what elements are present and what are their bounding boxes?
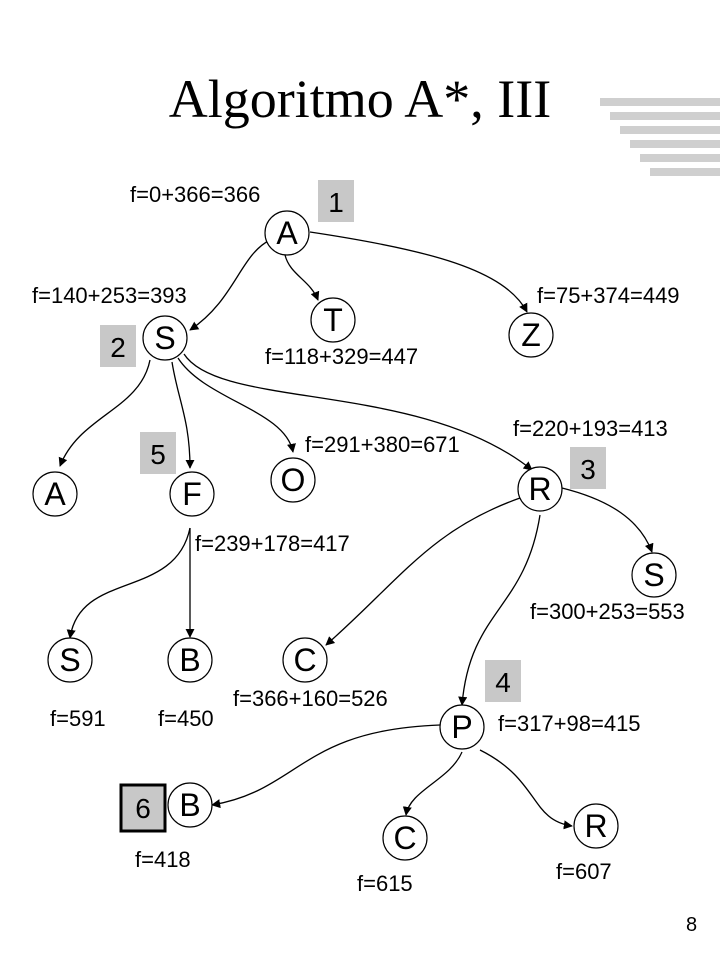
f-label-S3: f=591 (50, 706, 106, 731)
edge-A-T (284, 254, 320, 301)
node-A2 (32, 471, 78, 517)
f-label-F: f=239+178=417 (195, 531, 350, 556)
node-B2-label: B (179, 787, 200, 823)
node-B (167, 637, 213, 683)
edge-S-R (183, 353, 533, 471)
edge-F-S (66, 527, 191, 639)
badge-4-label: 4 (495, 667, 511, 698)
deco-bar (640, 154, 720, 162)
edge-P-R (479, 749, 573, 830)
node-B2 (167, 782, 213, 828)
node-S3 (47, 637, 93, 683)
badge-3 (570, 447, 606, 489)
node-A-root-label: A (276, 215, 298, 251)
f-label-S2: f=300+253=553 (530, 599, 685, 624)
badge-2-label: 2 (110, 332, 126, 363)
node-A-root (264, 210, 310, 256)
f-label-P: f=317+98=415 (498, 711, 641, 736)
f-label-S: f=140+253=393 (32, 283, 187, 308)
badge-6-label: 6 (135, 793, 151, 824)
node-T (310, 297, 356, 343)
badge-1 (318, 180, 354, 222)
badge-1-label: 1 (328, 187, 344, 218)
edge-S-A (58, 359, 151, 467)
node-C2-label: C (393, 820, 416, 856)
edge-R-S (561, 487, 654, 553)
badge-5 (140, 432, 176, 474)
node-P-label: P (451, 709, 472, 745)
badge-2 (100, 325, 136, 367)
edge-S-O (177, 357, 296, 453)
node-R-label: R (528, 471, 551, 507)
node-R2 (573, 803, 619, 849)
edge-P-C (402, 751, 463, 816)
edge-R-C (325, 497, 521, 646)
f-label-A-root: f=0+366=366 (130, 182, 260, 207)
node-F (169, 471, 215, 517)
deco-bar (620, 126, 720, 134)
f-label-C: f=366+160=526 (233, 686, 388, 711)
node-A2-label: A (44, 476, 66, 512)
node-C (282, 637, 328, 683)
node-S3-label: S (59, 642, 80, 678)
deco-bar (650, 168, 720, 176)
edge-A-S (189, 239, 271, 331)
deco-bar (600, 98, 720, 106)
page-title: Algoritmo A*, III (168, 69, 552, 129)
node-O-label: O (281, 462, 306, 498)
edge-S-F (171, 361, 195, 469)
deco-bar (610, 112, 720, 120)
edge-A-Z (309, 231, 528, 313)
f-label-Z: f=75+374=449 (537, 283, 680, 308)
badge-6 (119, 783, 167, 833)
badge-5-label: 5 (150, 439, 166, 470)
f-label-O: f=291+380=671 (305, 432, 460, 457)
node-Z (508, 312, 554, 358)
deco-bar (630, 140, 720, 148)
node-B-label: B (179, 642, 200, 678)
f-label-B: f=450 (158, 706, 214, 731)
f-label-B2: f=418 (135, 847, 191, 872)
f-label-R2: f=607 (556, 859, 612, 884)
edge-P-B (211, 724, 441, 809)
node-R (517, 466, 563, 512)
edge-R-P (458, 514, 541, 706)
page-number: 8 (686, 914, 698, 936)
badge-4 (485, 660, 521, 702)
node-O (270, 457, 316, 503)
f-label-R: f=220+193=413 (513, 416, 668, 441)
node-S-label: S (154, 320, 175, 356)
node-Z-label: Z (521, 317, 541, 353)
node-C-label: C (293, 642, 316, 678)
node-S2-label: S (643, 557, 664, 593)
node-S2 (631, 552, 677, 598)
node-C2 (382, 815, 428, 861)
node-P (439, 704, 485, 750)
f-label-C2: f=615 (357, 871, 413, 896)
badge-3-label: 3 (580, 454, 596, 485)
node-F-label: F (182, 476, 202, 512)
node-S (142, 315, 188, 361)
f-label-T: f=118+329=447 (265, 344, 418, 369)
node-R2-label: R (584, 808, 607, 844)
node-T-label: T (323, 302, 343, 338)
